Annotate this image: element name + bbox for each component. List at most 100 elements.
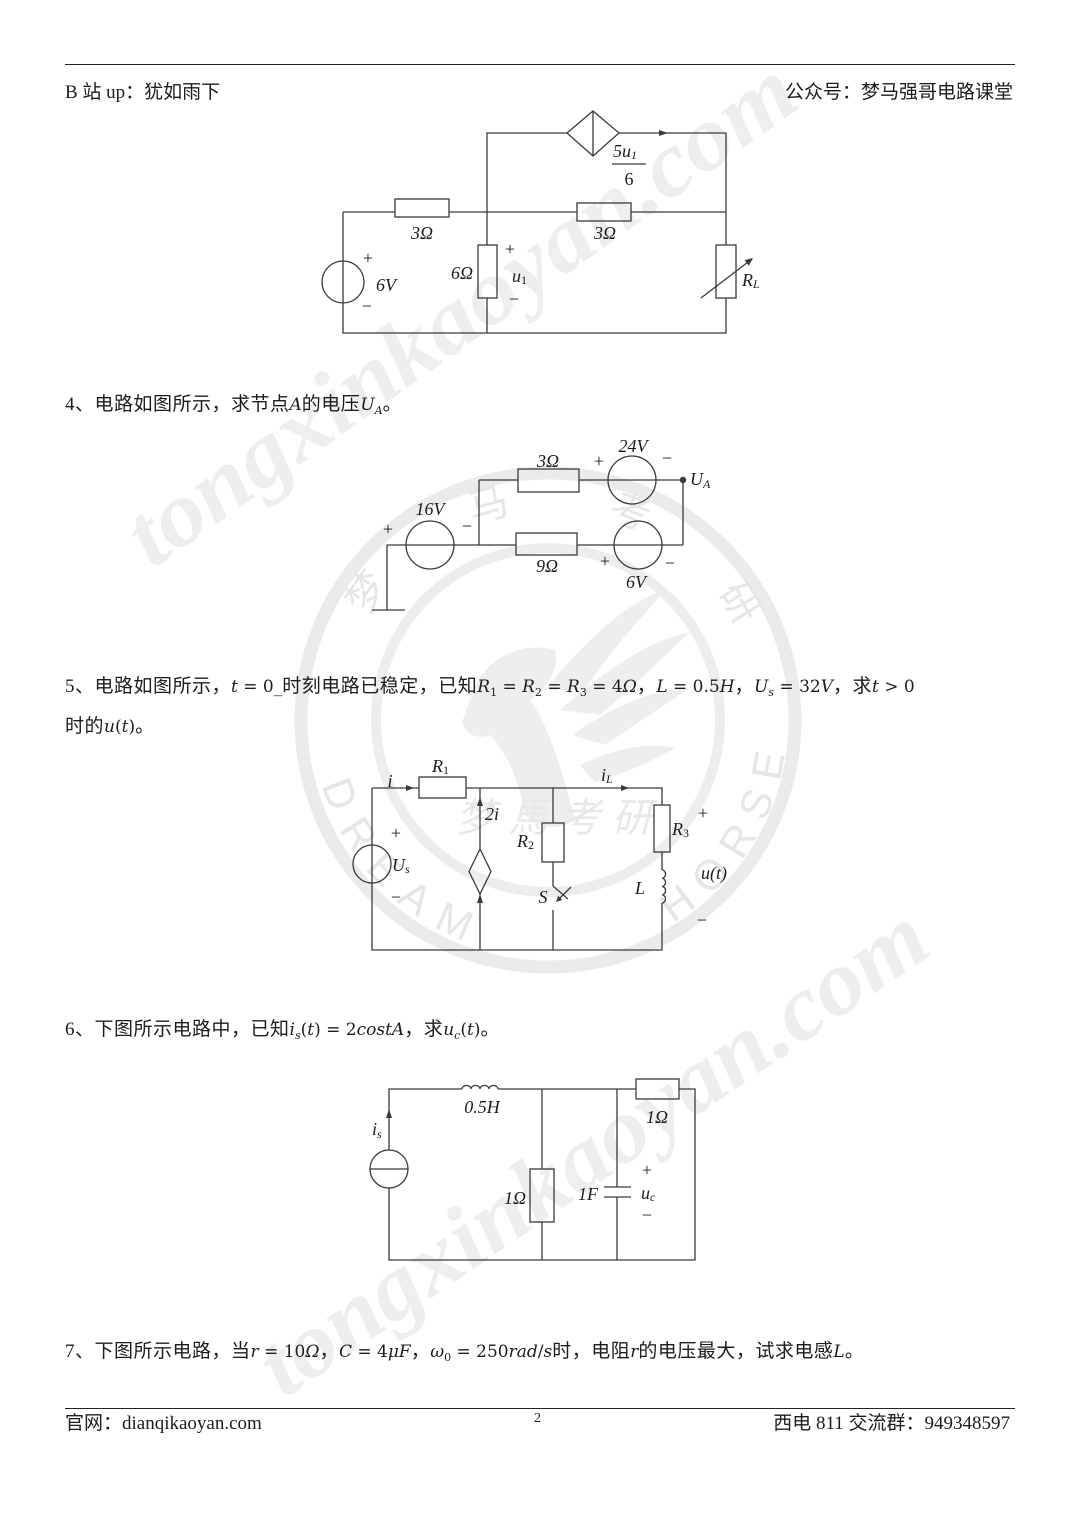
math: ( [114,717,122,737]
math-subscript: s [768,686,775,699]
inductor-0-5h [461,1084,499,1090]
logo-inner-ring [371,543,725,897]
voltage-source-6v [613,520,663,570]
math: R [567,677,580,697]
label-minus: − [697,910,707,930]
math-subscript: A [374,404,383,417]
winged-horse-icon [462,590,690,827]
variable-resistor-rl [700,244,753,299]
voltage-source-us [352,844,392,884]
math-subscript: 3 [579,686,587,699]
math-subscript: 2 [534,686,542,699]
math: = 32 [774,677,821,697]
capacitor-1f [604,1186,631,1198]
math: = 10 [258,1342,306,1362]
label-plus: + [698,803,708,823]
math: L [656,677,668,697]
label-uc: uc [641,1183,656,1204]
resistor-r3 [653,804,671,853]
math: > 0 [878,677,915,697]
resistor-9ohm [515,532,578,556]
math: H [719,677,735,697]
label-minus: − [642,1205,652,1225]
text: 。 [844,1341,865,1362]
label-r-bottom: 9Ω [536,556,558,576]
resistor-3ohm-middle [576,202,632,222]
problem-5-text-line-1: 5、电路如图所示，t = 0_时刻电路已稳定，已知R1 = R2 = R3 = … [65,674,915,706]
label-rl: RL [741,270,760,291]
label-r-left: 3Ω [410,223,433,243]
math: u [104,717,115,737]
label-1ohm-top: 1Ω [646,1107,668,1127]
wires [388,1088,696,1261]
current-source-is [369,1149,409,1189]
math-subscript: s [294,1029,301,1042]
text: 5、电路如图所示， [65,676,232,697]
footer-website: 官网：dianqikaoyan.com [65,1413,262,1434]
math: t [307,1020,315,1040]
math: A [289,395,302,415]
label-plus: + [363,248,373,268]
label-plus: + [600,551,610,571]
label-u-t: u(t) [701,863,727,884]
text: ，求 [404,1019,444,1040]
label-l: L [634,878,645,898]
math: U [754,677,769,697]
label-plus: + [594,451,604,471]
math: ( [460,1020,467,1040]
text: 时的 [65,716,105,737]
label-plus: + [391,823,401,843]
text: 时，电阻 [552,1341,631,1362]
current-arrow-icon [406,785,414,791]
label-r-top: 3Ω [536,451,559,471]
wires [371,787,663,951]
math: = 4 [586,677,623,697]
label-minus: − [391,887,401,907]
math: t [466,1020,474,1040]
math: = 4 [351,1342,388,1362]
footer-group: 西电 811 交流群：949348597 [773,1413,1010,1434]
math: ( [300,1020,308,1040]
header-rule [65,64,1015,65]
label-il: iL [601,765,613,786]
text: 时刻电路已稳定，已知 [282,676,478,697]
math: ) = 2 [314,1020,357,1040]
math: t [121,717,129,737]
resistor-1ohm-top [635,1078,680,1100]
math: R [477,677,491,697]
math: C [338,1342,352,1362]
voltage-source-24v [607,455,657,505]
label-us: Us [392,855,410,876]
text: ，求 [833,676,873,697]
arrow-up-icon [386,1109,392,1118]
page-number: 2 [534,1411,541,1426]
arrow-up-icon [477,797,483,806]
label-0-5h: 0.5H [464,1097,501,1117]
header-left: B 站 up：犹如雨下 [65,82,221,103]
arrow-up-icon [477,894,483,903]
label-2i: 2i [485,804,499,824]
label-16v: 16V [416,499,447,519]
text: 。 [135,716,155,737]
wires [342,132,727,334]
math: r [250,1342,259,1362]
logo-center-text: 梦馬考研 [456,796,664,841]
problem-7-text: 7、下图所示电路，当r = 10Ω，C = 4μF，ω0 = 250rad/s时… [65,1339,864,1371]
dep-source-numerator: 5u1 [613,141,637,162]
math: U [360,395,375,415]
text: ， [636,676,657,697]
label-24v: 24V [619,436,650,456]
label-plus: + [383,519,393,539]
dep-source-denominator: 6 [625,169,634,189]
math: ω [430,1342,445,1362]
circuit-problem-6: 0.5H is 1Ω 1F + uc − 1Ω [369,1078,696,1261]
text: 的电压 [301,394,361,415]
math: V [820,677,833,697]
label-vs-value: 6V [376,275,398,295]
resistor-r2 [541,822,565,863]
math: i [289,1020,295,1040]
math: μF [387,1342,411,1362]
label-6v: 6V [626,572,648,592]
math: Ω [622,677,637,697]
